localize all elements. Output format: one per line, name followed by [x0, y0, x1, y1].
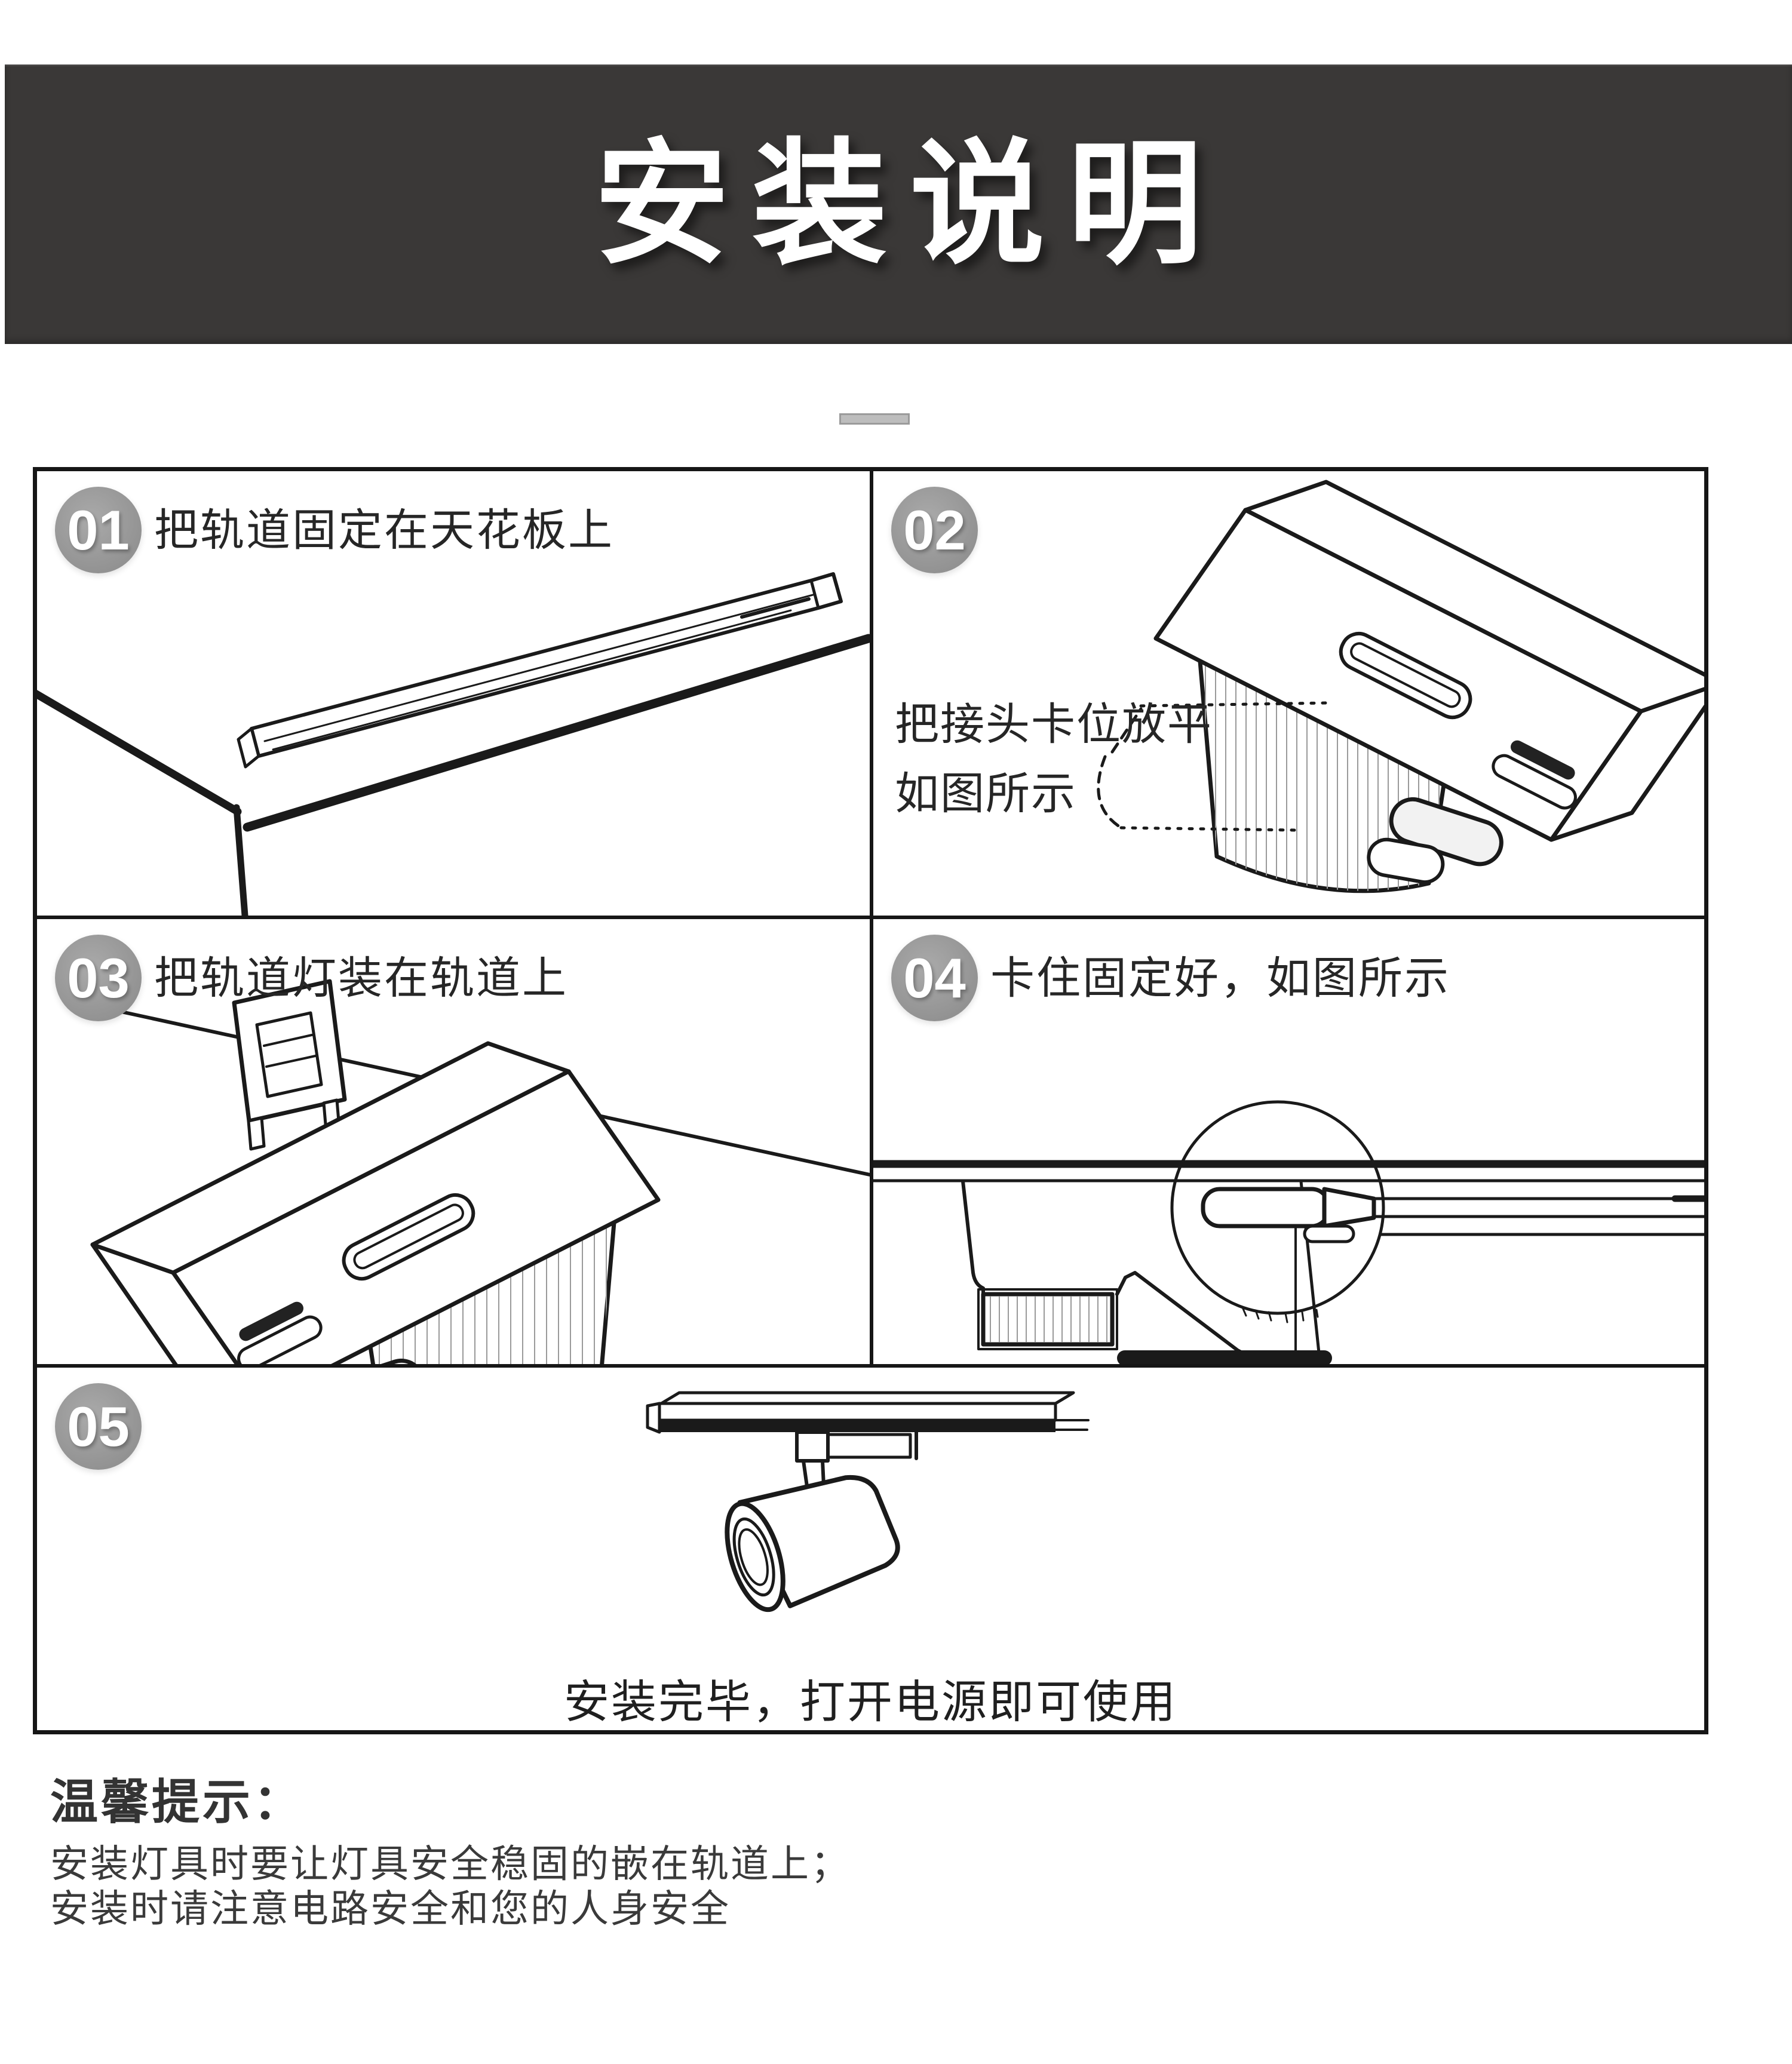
connector-flat-illustration: [1097, 480, 1704, 893]
grid-divider-horizontal-2: [37, 1364, 1704, 1368]
track-on-ceiling-illustration: [37, 572, 870, 916]
step-5-caption: 安装完毕，打开电源即可使用: [564, 1677, 1177, 1728]
finished-track-light-illustration: [646, 1391, 1090, 1612]
instruction-table: 01 把轨道固定在天花板上: [33, 467, 1708, 1734]
step-3-label: 把轨道灯装在轨道上: [154, 953, 568, 1003]
divider-dash: [839, 413, 910, 425]
warm-tips-line1: 安装灯具时要让灯具安全稳固的嵌在轨道上；: [50, 1842, 851, 1885]
page-title: 安装说明: [594, 128, 1225, 280]
step-1-label: 把轨道固定在天花板上: [154, 505, 614, 555]
warm-tips-title: 温馨提示：: [50, 1776, 304, 1829]
step-number-badge: 01: [55, 487, 142, 573]
step-panel-5: 05 安装完毕，打开电源即可使用: [37, 1368, 1704, 1730]
title-banner: 安装说明: [5, 64, 1792, 344]
step-number-badge: 02: [891, 487, 978, 573]
step-panel-1: 01 把轨道固定在天花板上: [37, 471, 870, 916]
step-2-note-line1: 把接头卡位放平: [895, 699, 1213, 749]
grid-divider-horizontal-1: [37, 916, 1704, 919]
step-number-badge: 03: [55, 935, 142, 1021]
warm-tips-line2: 安装时请注意电路安全和您的人身安全: [50, 1887, 731, 1930]
grid-divider-vertical: [870, 471, 873, 1368]
step-panel-2: 02 把接头卡位放平 如图所示: [873, 471, 1704, 916]
step-panel-4: 04 卡住固定好，如图所示: [873, 919, 1704, 1364]
step-number-badge: 05: [55, 1383, 142, 1470]
step-number-badge: 04: [891, 935, 978, 1021]
step-2-note: 把接头卡位放平 如图所示: [895, 690, 1213, 828]
step-4-label: 卡住固定好，如图所示: [990, 953, 1450, 1003]
step-2-note-line2: 如图所示: [895, 769, 1076, 818]
clip-fixed-illustration: [873, 1100, 1704, 1364]
light-into-track-illustration: [90, 979, 870, 1364]
warm-tips: 温馨提示： 安装灯具时要让灯具安全稳固的嵌在轨道上； 安装时请注意电路安全和您的…: [50, 1775, 1663, 1931]
step-panel-3: 03 把轨道灯装在轨道上: [37, 919, 870, 1364]
